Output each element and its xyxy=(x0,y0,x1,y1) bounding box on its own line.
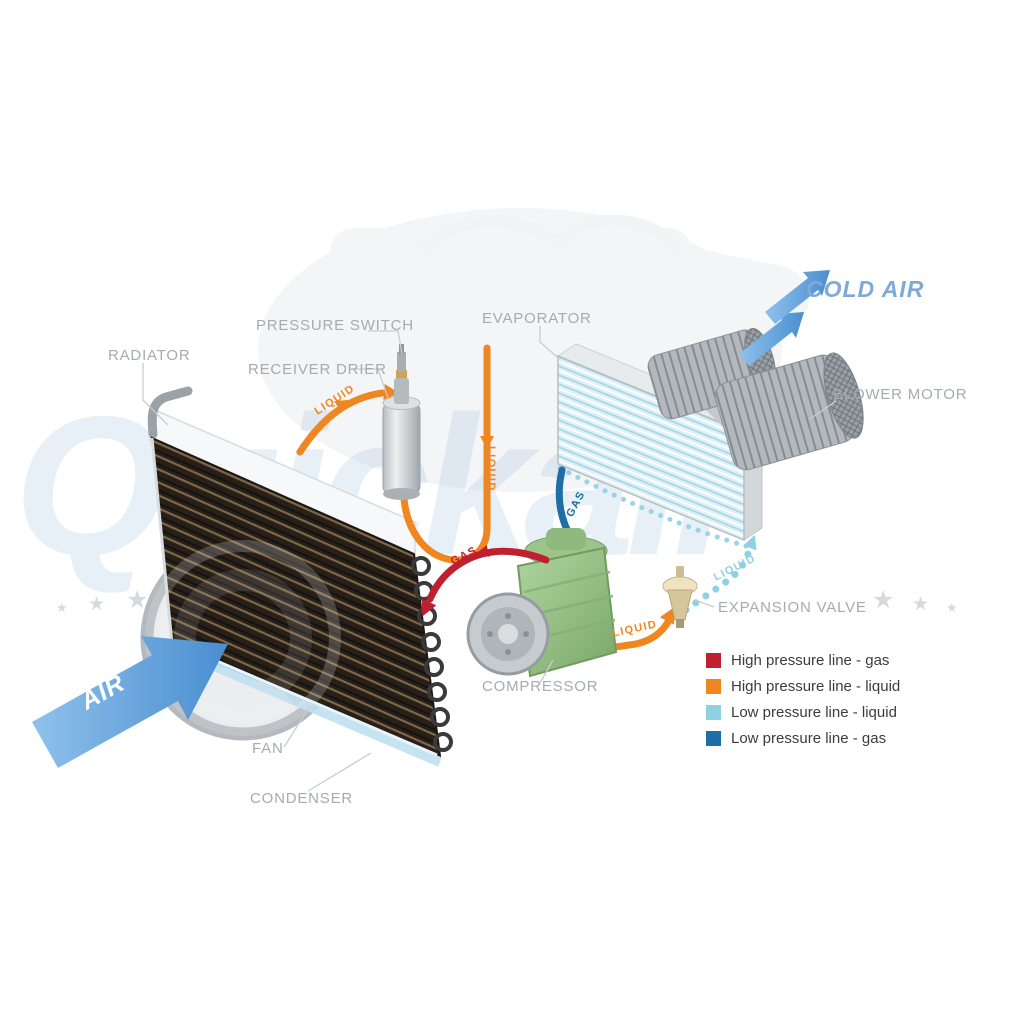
label-receiver-drier: RECEIVER DRIER xyxy=(248,361,387,378)
legend-label-high-liquid: High pressure line - liquid xyxy=(731,678,901,695)
label-pressure-switch: PRESSURE SWITCH xyxy=(256,317,414,334)
legend-swatch-high-gas xyxy=(706,653,721,668)
star-icon: ★ xyxy=(126,586,149,614)
legend-swatch-low-liquid xyxy=(706,705,721,720)
label-radiator: RADIATOR xyxy=(108,347,191,364)
legend-row: High pressure line - gas xyxy=(706,652,900,669)
arrowhead-liquid-into-valve xyxy=(659,606,675,625)
arrowhead-gas-into-condenser xyxy=(421,598,437,617)
air-arrow xyxy=(32,636,228,768)
arrowhead-gas-mid xyxy=(476,545,490,557)
flow-label-liquid-vertical: LIQUID xyxy=(485,446,497,492)
label-fan: FAN xyxy=(252,740,284,757)
arrowhead-liquid-mid xyxy=(334,399,349,413)
legend-swatch-high-liquid xyxy=(706,679,721,694)
pipe-low-liquid-under-evaporator xyxy=(557,465,749,549)
low-pressure-liquid-lines xyxy=(557,465,753,614)
label-blower-motor: BLOWER MOTOR xyxy=(833,386,968,403)
legend-label-low-liquid: Low pressure line - liquid xyxy=(731,704,897,721)
star-icon: ★ xyxy=(56,600,68,615)
leader-lines xyxy=(142,326,837,792)
legend-row: High pressure line - liquid xyxy=(706,678,900,695)
star-icon: ★ xyxy=(872,586,895,614)
star-icon: ★ xyxy=(946,600,958,615)
legend: High pressure line - gas High pressure l… xyxy=(706,652,900,747)
arrowhead-lowliquid-into-evaporator xyxy=(743,534,757,551)
compressor-graphic xyxy=(466,528,618,678)
star-icon: ★ xyxy=(88,594,106,615)
expansion-valve-graphic xyxy=(662,566,698,628)
label-condenser: CONDENSER xyxy=(250,790,354,807)
legend-label-low-gas: Low pressure line - gas xyxy=(731,730,887,747)
pipe-high-gas-to-condenser xyxy=(426,547,550,603)
legend-row: Low pressure line - liquid xyxy=(706,704,900,721)
condenser-tube-loops xyxy=(411,556,453,752)
label-compressor: COMPRESSOR xyxy=(482,678,599,695)
pipe-high-liquid-condenser-to-drier xyxy=(296,389,386,456)
receiver-drier-graphic xyxy=(382,370,421,500)
star-icon: ★ xyxy=(912,594,930,615)
legend-label-high-gas: High pressure line - gas xyxy=(731,652,890,669)
label-cold-air: COLD AIR xyxy=(806,276,925,302)
label-expansion-valve: EXPANSION VALVE xyxy=(718,599,867,616)
arrowhead-liquid-down xyxy=(480,436,494,449)
cold-air-arrows xyxy=(739,270,830,366)
label-evaporator: EVAPORATOR xyxy=(482,310,592,327)
legend-row: Low pressure line - gas xyxy=(706,730,900,747)
legend-swatch-low-gas xyxy=(706,731,721,746)
pipe-high-liquid-vertical xyxy=(400,344,491,564)
